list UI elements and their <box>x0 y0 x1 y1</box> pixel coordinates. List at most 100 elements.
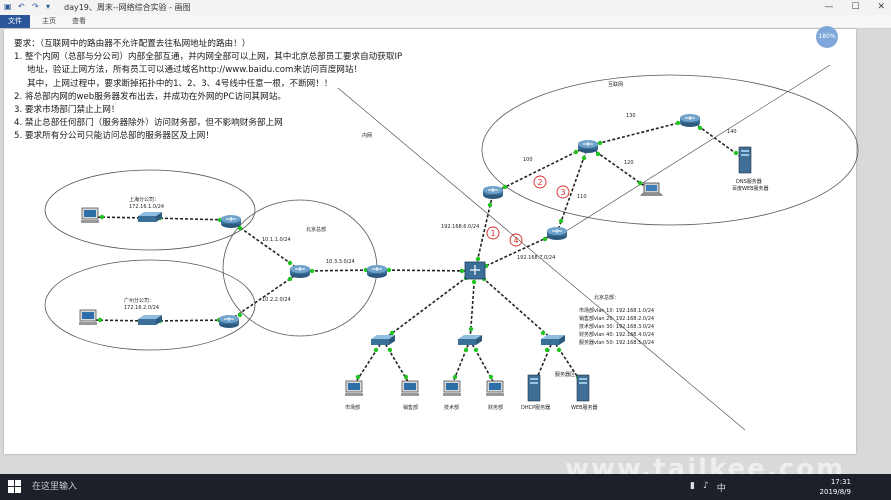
redo-icon[interactable]: ↷ <box>32 2 39 11</box>
server-dhcp[interactable] <box>527 374 541 402</box>
taskbar: 在这里输入 ▮ ♪ 中 17:31 2019/8/9 <box>0 474 891 500</box>
label-140: 140 <box>727 129 737 135</box>
volume-icon[interactable]: ♪ <box>702 481 709 491</box>
tab-home[interactable]: 主页 <box>42 17 56 25</box>
req-title: 要求：（互联网中的路由器不允许配置去往私网地址的路由！） <box>14 39 251 49</box>
router-internet-core[interactable] <box>577 139 599 154</box>
switch-access-a[interactable] <box>371 335 395 345</box>
label-guangzhou-name: 广州分公司： <box>124 297 154 304</box>
line-number-4: 4 <box>513 236 518 245</box>
switch-shanghai[interactable] <box>138 212 162 222</box>
router-shanghai[interactable] <box>220 214 242 229</box>
ime-icon[interactable]: 中 <box>716 484 726 494</box>
customize-icon[interactable]: ▾ <box>46 2 51 11</box>
label-link-192-7: 192.168.7.0/24 <box>517 255 555 261</box>
router-guangzhou[interactable] <box>218 314 240 329</box>
network-diagram: 1 2 3 4 互联网 内网 北京总部 上海分公司： 172.16.1.0/24… <box>44 64 859 431</box>
router-internet-far[interactable] <box>679 113 701 128</box>
switch-access-b[interactable] <box>458 335 482 345</box>
line-number-1: 1 <box>490 229 495 238</box>
router-hq-border[interactable] <box>289 264 311 279</box>
internet-area <box>481 74 859 226</box>
label-beijing: 北京总部 <box>306 226 326 233</box>
label-link-192-6: 192.168.6.0/24 <box>441 224 479 230</box>
separator-line-left <box>337 87 746 431</box>
router-isp-a[interactable] <box>482 185 504 200</box>
label-130: 130 <box>626 113 636 119</box>
separator-line-right <box>559 64 831 236</box>
label-sales: 销售部 <box>403 404 418 411</box>
switch-guangzhou[interactable] <box>138 315 162 325</box>
shanghai-area <box>44 169 256 251</box>
link-sales <box>382 339 411 386</box>
label-link-10-3: 10.3.3.0/24 <box>326 259 355 265</box>
link-10-1 <box>231 221 301 271</box>
link-sw-c <box>474 270 554 341</box>
label-vlan-50: 服务器vlan 50: 192.168.5.0/24 <box>579 339 654 346</box>
req-5: 5. 要求所有分公司只能访问总部的服务器区及上网！ <box>14 131 214 142</box>
tab-view[interactable]: 查看 <box>72 17 86 25</box>
zoom-badge: 180% <box>816 26 838 48</box>
router-hq-core[interactable] <box>366 264 388 279</box>
link-line-3 <box>556 145 589 234</box>
switch-access-c[interactable] <box>541 335 565 345</box>
save-icon[interactable]: ▣ <box>4 2 12 11</box>
req-1: 1. 整个内网（总部与分公司）内部全部互通，并内网全部可以上网，其中北京总部员工… <box>14 52 403 63</box>
core-l3-switch[interactable] <box>464 261 486 280</box>
label-vlan-10: 市场部vlan 10: 192.168.1.0/24 <box>579 307 654 314</box>
quick-access-toolbar: ▣ ↶ ↷ ▾ <box>4 2 55 11</box>
pc-finance[interactable] <box>485 380 505 397</box>
label-marketing: 市场部 <box>345 404 360 411</box>
tab-file[interactable]: 文件 <box>0 15 30 28</box>
link-130 <box>587 119 691 147</box>
network-icon[interactable]: ▮ <box>690 481 695 491</box>
label-dhcp: DHCP服务器 <box>521 404 550 411</box>
req-1-cont: 地址，验证上网方法，所有员工可以通过域名http://www.baidu.com… <box>27 65 363 76</box>
pc-sales[interactable] <box>400 380 420 397</box>
ribbon: 文件 主页 查看 <box>0 15 891 29</box>
windows-start-icon[interactable] <box>8 480 22 494</box>
guangzhou-area <box>44 259 256 351</box>
req-3: 3. 要求市场部门禁止上网！ <box>14 104 120 115</box>
link-sw-gz <box>149 319 230 322</box>
label-tech: 技术部 <box>444 404 459 411</box>
minimize-button[interactable]: — <box>824 2 834 12</box>
close-button[interactable]: ✕ <box>877 2 885 12</box>
link-mkt <box>353 339 384 386</box>
label-vlan-title: 北京总部： <box>594 294 619 301</box>
label-vlan-30: 技术部vlan 30: 192.168.3.0/24 <box>579 323 654 330</box>
pc-marketing[interactable] <box>344 380 364 397</box>
requirements-text: 要求：（互联网中的路由器不允许配置去往私网地址的路由！） 1. 整个内网（总部与… <box>14 38 402 144</box>
maximize-button[interactable]: ☐ <box>851 2 860 12</box>
label-link-10-1: 10.1.1.0/24 <box>262 237 291 243</box>
pc-shanghai[interactable] <box>80 207 100 224</box>
label-internet: 互联网 <box>608 81 623 88</box>
taskbar-search[interactable]: 在这里输入 <box>32 482 78 492</box>
server-dns-baidu[interactable] <box>738 146 752 174</box>
label-110: 110 <box>577 194 587 200</box>
label-server-zone: 服务器区 <box>555 371 575 378</box>
label-finance: 财务部 <box>488 404 503 411</box>
label-dns-server: DNS服务器 <box>736 178 762 185</box>
server-web[interactable] <box>576 374 590 402</box>
clock[interactable]: 17:31 2019/8/9 <box>820 477 851 497</box>
pc-tech[interactable] <box>442 380 462 397</box>
req-1-note: 其中，上网过程中，要求断掉拓扑中的1、2、3、4号线中任意一根，不断网！！ <box>27 78 333 89</box>
image-page[interactable] <box>4 29 856 454</box>
router-isp-b[interactable] <box>546 226 568 241</box>
undo-icon[interactable]: ↶ <box>18 2 25 11</box>
label-intranet: 内网 <box>362 132 372 139</box>
label-vlan-20: 销售部vlan 20: 192.168.2.0/24 <box>579 315 654 322</box>
window-title: day19、周末--网络综合实验 - 画图 <box>64 3 191 12</box>
link-core <box>376 269 476 272</box>
req-2: 2. 将总部内网的web服务器发布出去，并成功在外网的PC访问其网站。 <box>14 91 286 102</box>
pc-guangzhou[interactable] <box>78 309 98 326</box>
link-sw-a <box>382 270 476 341</box>
label-vlan-40: 财务部vlan 40: 192.168.4.0/24 <box>579 331 654 338</box>
req-4: 4. 禁止总部任何部门（服务器除外）访问财务部，但不影响财务部上网 <box>14 118 283 129</box>
clock-time: 17:31 <box>830 478 851 486</box>
clock-date: 2019/8/9 <box>819 488 851 496</box>
label-guangzhou-net: 172.16.2.0/24 <box>124 305 159 311</box>
line-number-3: 3 <box>560 188 565 197</box>
label-100: 100 <box>523 157 533 163</box>
